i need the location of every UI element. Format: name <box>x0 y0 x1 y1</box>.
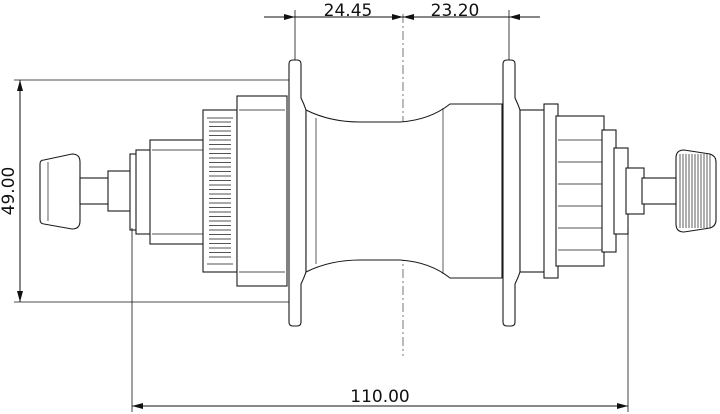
axle-width-label: 110.00 <box>350 387 409 407</box>
right-skewer-nut <box>625 149 717 233</box>
left-end-cap <box>135 139 206 245</box>
left-flange-offset-label: 24.45 <box>324 1 373 21</box>
flange-diameter-label: 49.00 <box>0 167 19 216</box>
hub-body <box>305 103 503 279</box>
right-flange-offset-label: 23.20 <box>431 1 480 21</box>
left-hub-shoulder <box>236 95 288 287</box>
freehub-body <box>543 103 629 279</box>
rotor-mount <box>202 109 238 273</box>
axle-width-dimension: 110.00 <box>131 228 629 412</box>
left-skewer-nut <box>39 153 139 231</box>
left-flange <box>288 59 307 327</box>
right-hub-shoulder <box>519 109 547 273</box>
flange-diameter-dimension: 49.00 <box>0 79 289 303</box>
right-flange <box>502 59 521 327</box>
flange-offset-dimension: 24.45 23.20 <box>264 1 540 60</box>
